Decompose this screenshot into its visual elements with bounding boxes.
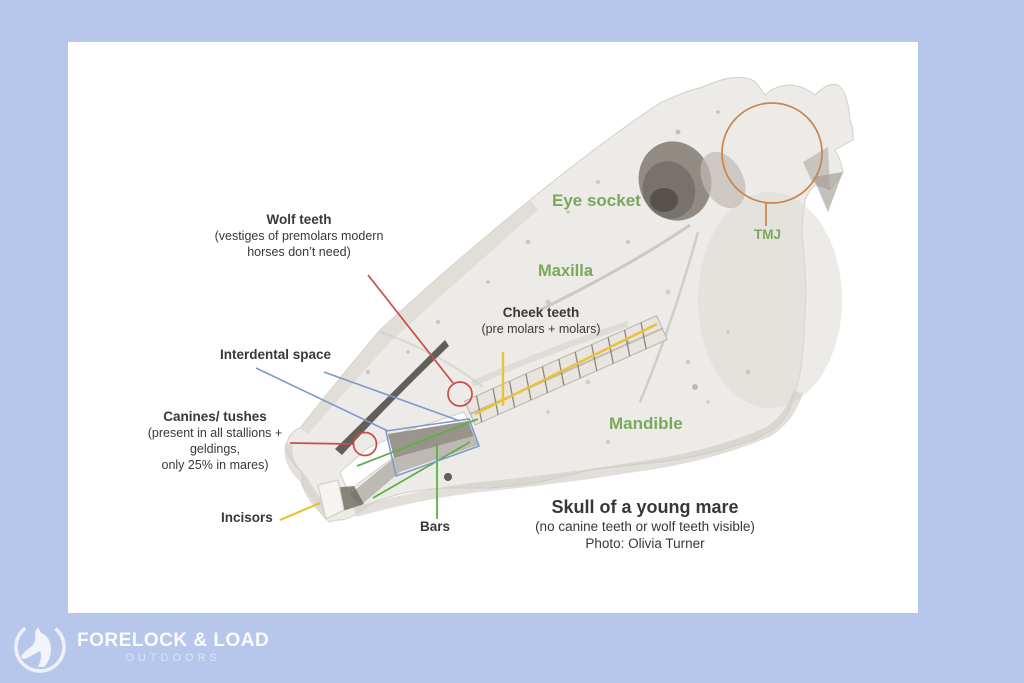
label-mandible: Mandible — [609, 414, 683, 433]
nasal-top-shading — [300, 200, 538, 434]
facial-crest-contour — [539, 223, 691, 312]
bone-speckles — [366, 110, 751, 444]
crest-shadow — [803, 147, 830, 190]
nasal-slit — [335, 340, 449, 455]
ramus-contour — [638, 231, 700, 403]
label-cheek-teeth-line1: Cheek teeth — [502, 305, 580, 320]
caption-line2: (no canine teeth or wolf teeth visible) — [535, 519, 755, 534]
label-wolf-teeth: Wolf teeth (vestiges of premolars modern… — [199, 212, 399, 260]
label-cheek-teeth-line2: (pre molars + molars) — [481, 322, 601, 336]
forelock-and-load-logo: FORELOCK & LOAD OUTDOORS — [12, 619, 269, 675]
behind-eye-shading — [700, 151, 746, 209]
diastema-dark-band — [388, 421, 474, 458]
label-eye-socket: Eye socket — [552, 191, 641, 210]
caption-title: Skull of a young mare — [551, 497, 739, 517]
mental-foramen — [444, 473, 452, 481]
label-incisors: Incisors — [221, 510, 273, 525]
annotations — [255, 102, 823, 522]
label-wolf-teeth-line2: (vestiges of premolars modern — [214, 229, 384, 243]
wolf-teeth-leader-line — [367, 274, 454, 384]
label-canines-line2: (present in all stallions + geldings, — [147, 426, 283, 456]
interdental-leader-line-2 — [323, 371, 461, 422]
logo-wordmark: FORELOCK & LOAD OUTDOORS — [77, 630, 269, 665]
label-canines: Canines/ tushes (present in all stallion… — [125, 409, 305, 473]
incisors-leader-line — [279, 501, 321, 522]
label-tmj: TMJ — [754, 227, 781, 242]
canines-leader-line — [289, 442, 354, 445]
bars-upper-line — [356, 418, 479, 467]
muzzle-front-shading — [284, 443, 333, 519]
interdental-region-outline — [385, 418, 481, 478]
wolf-teeth-circle — [447, 381, 473, 407]
cranium-shading — [698, 192, 842, 408]
incisor-teeth-shape — [317, 479, 345, 520]
diastema-mid-band — [394, 436, 478, 472]
figure-caption: Skull of a young mare (no canine teeth o… — [495, 497, 795, 552]
horse-head-icon — [14, 621, 66, 673]
diastema-tail-band — [350, 458, 400, 506]
label-canines-line3: only 25% in mares) — [161, 458, 269, 472]
interdental-leader-line-1 — [255, 367, 389, 432]
maxilla-edge-contour — [470, 321, 629, 387]
tmj-circle — [721, 102, 823, 204]
caption-line3: Photo: Olivia Turner — [585, 536, 705, 551]
logo-title: FORELOCK & LOAD — [77, 629, 270, 651]
horse-skull-illustration — [255, 77, 854, 523]
label-wolf-teeth-line1: Wolf teeth — [266, 212, 332, 227]
label-maxilla: Maxilla — [538, 262, 594, 280]
label-wolf-teeth-line3: horses don’t need) — [247, 245, 351, 259]
bars-lower-line — [372, 441, 471, 499]
cheek-teeth-occlusal-line — [474, 322, 658, 416]
label-cheek-teeth: Cheek teeth (pre molars + molars) — [455, 305, 627, 337]
eye-socket-shape — [638, 141, 712, 221]
jaw-bottom-shading — [353, 390, 803, 517]
label-interdental-space: Interdental space — [220, 347, 332, 362]
diagram-panel: Wolf teeth (vestiges of premolars modern… — [68, 42, 918, 613]
canines-circle — [352, 431, 378, 457]
logo-subtitle: OUTDOORS — [125, 651, 221, 664]
label-bars: Bars — [420, 519, 451, 534]
label-canines-line1: Canines/ tushes — [163, 409, 267, 424]
